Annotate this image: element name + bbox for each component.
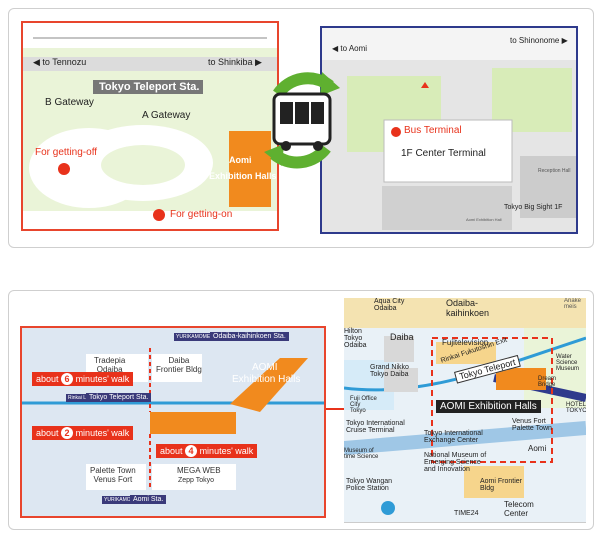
time24-label: TIME24 (454, 510, 479, 517)
aomi-frontier-label: Aomi Frontier Bldg (480, 478, 523, 492)
walk-suffix: minutes' walk (199, 446, 254, 456)
big-sight-label: Tokyo Big Sight 1F (504, 204, 563, 211)
station-name: Tokyo Teleport Sta. (99, 81, 200, 93)
aomi-halls-site (150, 412, 236, 434)
aomi-station-name: Aomi Sta. (130, 495, 167, 504)
cruise-terminal-label: Tokyo International Cruise Terminal (346, 420, 405, 434)
walk-prefix: about (36, 374, 59, 384)
museum-science-label: Museum of time Science (344, 448, 379, 460)
odaiba-kaihinkoen-label: Odaiba- kaihinkoen (446, 298, 490, 318)
exhibition-halls-building (496, 368, 546, 390)
dream-bridge-label: Dream Bridge (538, 376, 557, 388)
area-overview-map: Aqua City Odaiba Odaiba- kaihinkoen Aria… (344, 298, 586, 523)
palette-town-label: Palette Town Venus Fort (90, 466, 136, 484)
station-area-drawing (23, 23, 277, 229)
to-aomi-label: ◀ to Aomi (332, 44, 368, 53)
to-tennozu-label: ◀ to Tennozu (33, 57, 87, 67)
getting-off-marker (58, 163, 70, 175)
map-connector-line (326, 408, 344, 410)
reception-hall-label: Reception Hall (538, 168, 571, 174)
fuji-office-label: Fuji Office City Tokyo (350, 396, 377, 414)
walking-route-drawing (22, 328, 324, 516)
telecom-center-label: Telecom Center (504, 500, 534, 518)
aomi-halls-block (229, 131, 271, 207)
to-shinonome-label: to Shinonome ▶ (510, 36, 568, 45)
national-museum-label: National Museum of Emerging Science and … (424, 452, 487, 473)
walk-prefix: about (160, 446, 183, 456)
getting-off-label: For getting-off (35, 147, 98, 158)
odaiba-station-line: YURIKAMOME Line (174, 333, 224, 341)
center-terminal-label: 1F Center Terminal (401, 148, 486, 159)
daiba-frontier-label: Daiba Frontier Bldg (156, 356, 202, 374)
small-hall-label: Aomi Exhibition Hall (466, 217, 502, 222)
walk-minutes: 4 (185, 445, 198, 457)
tradepia-label: Tradepia Odaiba (94, 356, 126, 374)
getting-on-marker (153, 209, 165, 221)
aomi-station-line: YURIKAMOME Line (102, 496, 152, 504)
exhibition-area-outline (431, 337, 553, 463)
walk-time-badge-4: about 4 minutes' walk (156, 444, 258, 458)
gateway-a-label: A Gateway (142, 110, 191, 121)
ariake-label: Ariake meis (564, 298, 582, 310)
aomi-exhibition-halls-label: AOMI Exhibition Halls (436, 400, 541, 413)
mega-web-label: MEGA WEB (177, 466, 221, 475)
walk-suffix: minutes' walk (75, 374, 130, 384)
water-museum-label: Water Science Museum (556, 354, 580, 372)
station-area-map: ◀ to Tennozu to Shinkiba ▶ Tokyo Telepor… (21, 21, 279, 231)
fujitelevision-label: Fujitelevision (442, 338, 489, 347)
halls-label-line1: Aomi (229, 155, 252, 165)
aomi-label: Aomi (528, 444, 547, 453)
zepp-label: Zepp Tokyo (178, 477, 215, 484)
walk-minutes: 6 (61, 373, 74, 385)
bus-terminal-marker (391, 127, 401, 137)
wangan-police-label: Tokyo Wangan Police Station (346, 478, 393, 492)
halls-label-line2: Exhibition Halls (209, 171, 277, 181)
walk-prefix: about (36, 428, 59, 438)
daiba-label: Daiba (390, 332, 414, 342)
exchange-center-label: Tokyo International Exchange Center (424, 430, 483, 444)
hotel-tokyo-label: HOTEL TOKYO (566, 402, 586, 414)
bus-transfer-icon (260, 66, 344, 174)
getting-on-label: For getting-on (170, 209, 233, 220)
to-shinkiba-label: to Shinkiba ▶ (208, 57, 262, 67)
walk-minutes: 2 (61, 427, 74, 439)
bus-terminal-label: Bus Terminal (404, 125, 462, 136)
bus-terminal-map: to Shinonome ▶ ◀ to Aomi Bus Terminal 1F… (320, 26, 578, 234)
venus-fort-label: Venus Fort Palette Town (512, 418, 552, 432)
odaiba-station-name: Odaiba-kaihinkoen Sta. (210, 332, 289, 341)
hilton-label: Hilton Tokyo Odaiba (344, 328, 367, 349)
aqua-city-label: Aqua City Odaiba (374, 298, 405, 312)
walking-route-map: YURIKAMOME Line Odaiba-kaihinkoen Sta. R… (20, 326, 326, 518)
gateway-b-label: B Gateway (45, 97, 94, 108)
walk-time-badge-6: about 6 minutes' walk (32, 372, 134, 386)
grand-nikko-label: Grand Nikko Tokyo Daiba (370, 364, 409, 378)
terminal-drawing (322, 28, 576, 232)
walk-suffix: minutes' walk (75, 428, 130, 438)
walk-time-badge-2: about 2 minutes' walk (32, 426, 134, 440)
halls-callout-line1: AOMI (252, 362, 278, 373)
halls-callout-line2: Exhibition Halls (232, 374, 301, 385)
teleport-station-name: Tokyo Teleport Sta. (86, 393, 152, 402)
station-building (93, 80, 203, 94)
teleport-station-line: Rinkai Line (66, 394, 95, 402)
